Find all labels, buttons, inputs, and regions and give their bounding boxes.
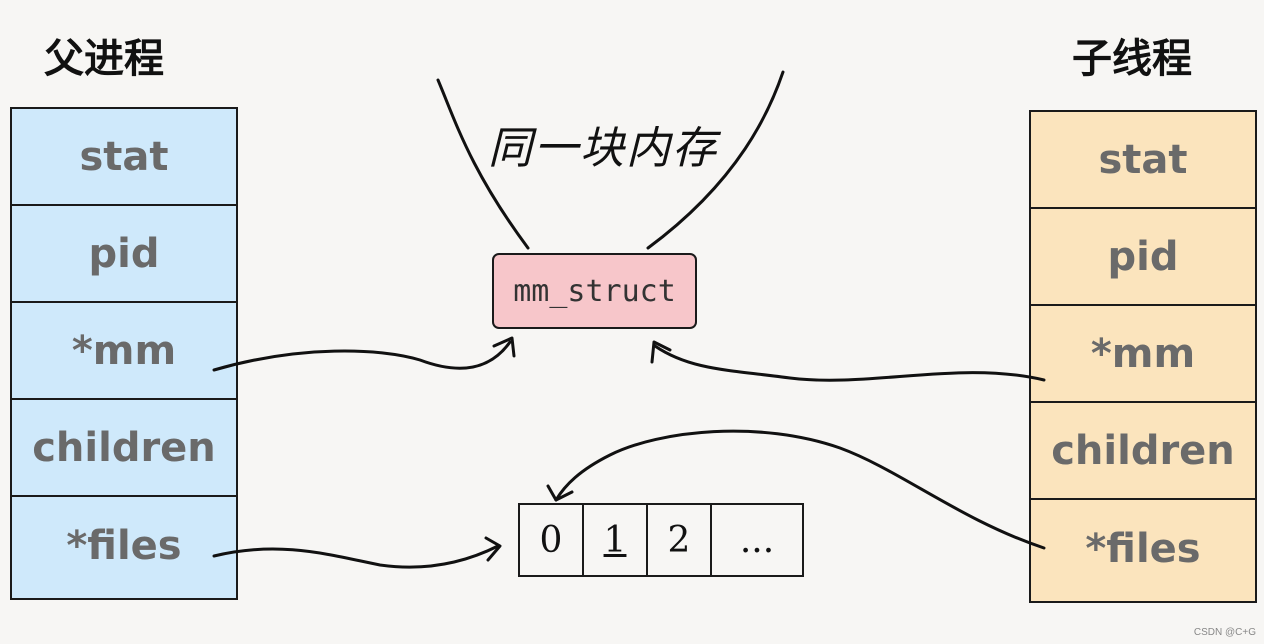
child-field-pid: pid — [1031, 209, 1255, 306]
child-field-stat: stat — [1031, 112, 1255, 209]
parent-field-stat: stat — [12, 109, 236, 206]
fd-cell-1: 1 — [584, 505, 648, 575]
arrowhead-parent-mm — [492, 336, 516, 358]
arrow-parent-mm — [212, 340, 512, 372]
arrow-child-mm — [653, 344, 1046, 382]
arrow-child-files — [554, 429, 1046, 550]
parent-field-mm: *mm — [12, 303, 236, 400]
child-field-children: children — [1031, 403, 1255, 500]
funnel-left-line — [436, 78, 530, 250]
shared-memory-label: 同一块内存 — [488, 123, 718, 174]
arrowhead-parent-files — [484, 536, 502, 562]
fd-cell-more: ... — [739, 519, 775, 561]
mm-struct-box: mm_struct — [492, 253, 697, 329]
watermark: CSDN @C+G — [1193, 627, 1256, 638]
parent-field-files: *files — [66, 522, 182, 569]
arrow-parent-files — [212, 544, 500, 569]
parent-field-pid: pid — [12, 206, 236, 303]
child-field-mm: *mm — [1031, 306, 1255, 403]
child-thread-title: 子线程 — [1072, 36, 1192, 82]
arrowhead-child-files — [546, 484, 574, 502]
fd-table: 0 1 2 ... — [518, 503, 804, 577]
parent-field-children: children — [12, 400, 236, 497]
fd-cell-2: 2 — [648, 505, 712, 575]
parent-task-struct: stat pid *mm children *files — [10, 107, 238, 600]
parent-process-title: 父进程 — [44, 36, 164, 82]
fd-cell-0: 0 — [520, 505, 584, 575]
child-field-files: *files — [1085, 525, 1201, 572]
arrowhead-child-mm — [650, 340, 672, 364]
funnel-right-line — [646, 70, 785, 250]
child-task-struct: stat pid *mm children *files — [1029, 110, 1257, 603]
